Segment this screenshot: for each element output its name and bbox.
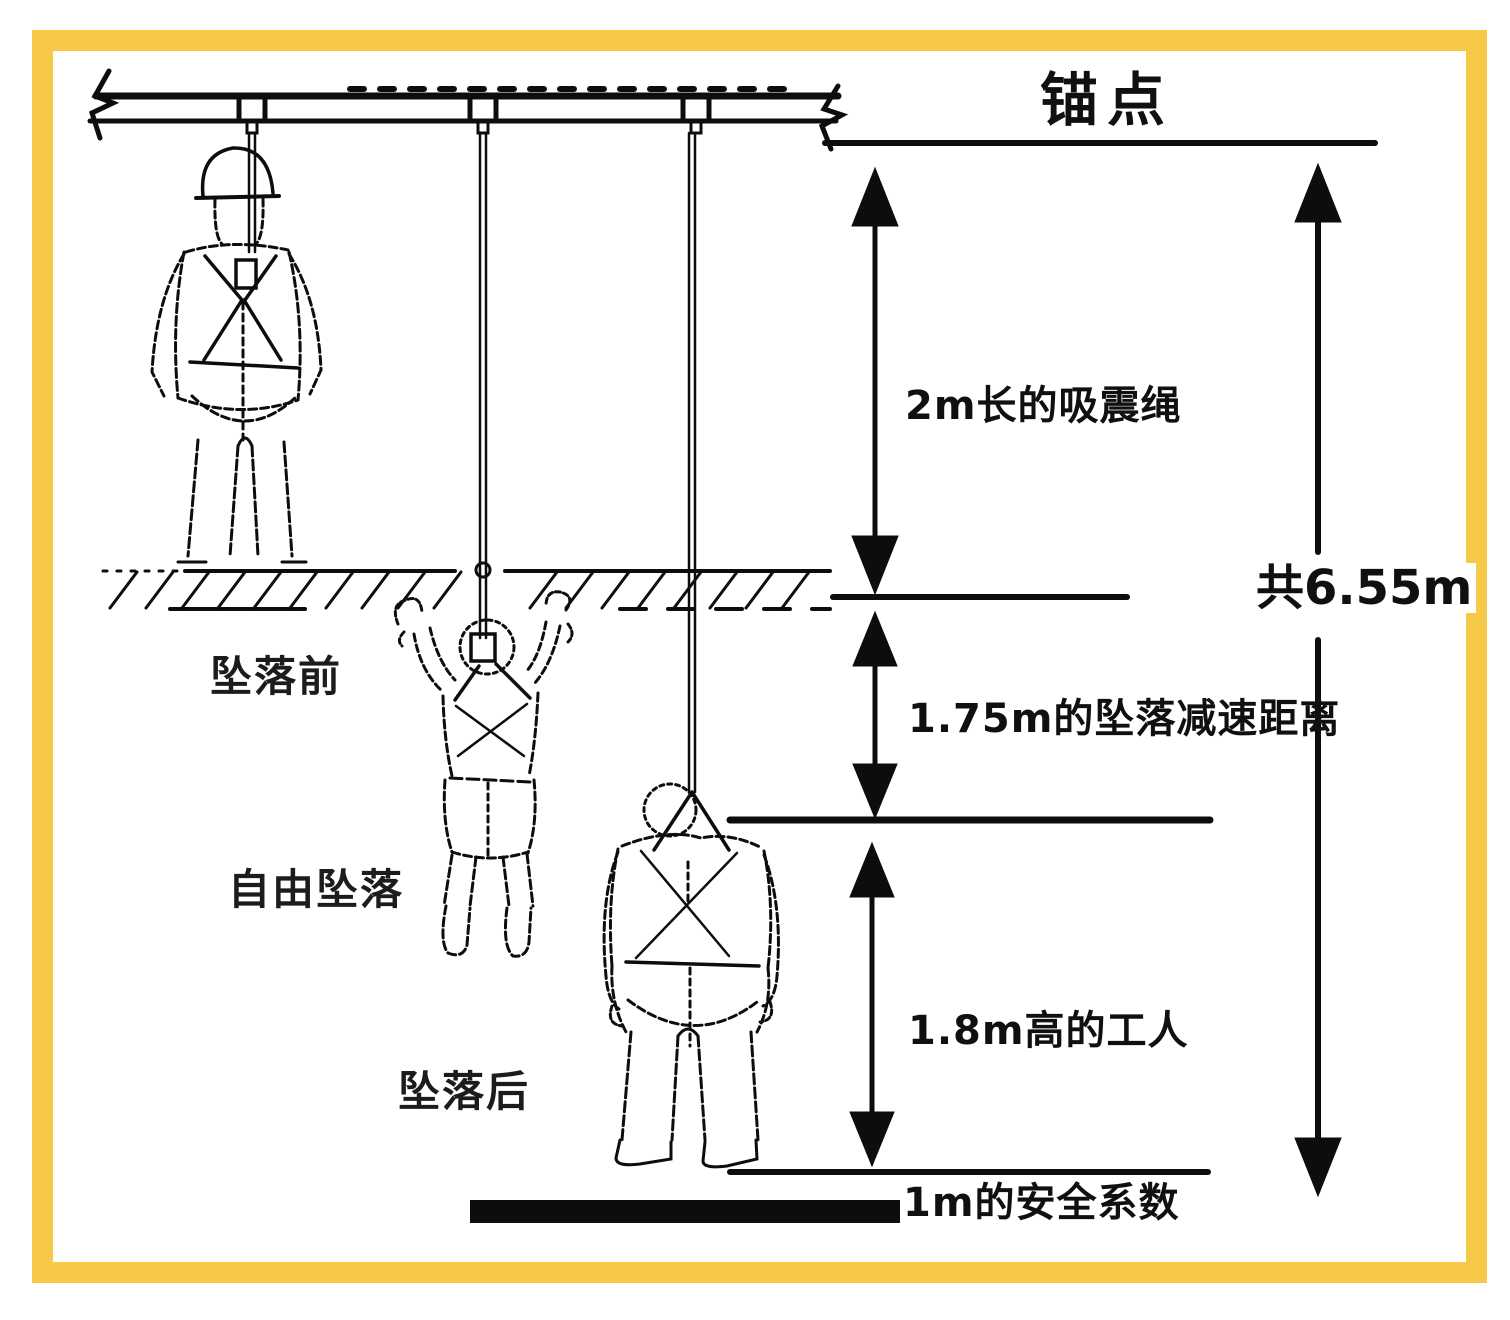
beam-trolley-1	[236, 92, 268, 135]
dimension-arrow-worker-height	[849, 841, 895, 1168]
stage-free-fall-label: 自由坠落	[228, 865, 405, 914]
lanyard-rope-free-fall	[474, 131, 492, 640]
beam-trolley-2	[467, 92, 499, 135]
dimension-arrow-deceleration	[852, 610, 898, 820]
worker-after-fall	[602, 782, 780, 1169]
deceleration-distance-label: 1.75m的坠落减速距离	[908, 696, 1341, 742]
beam-trolley-3	[680, 92, 712, 135]
stage-after-fall-label: 坠落后	[398, 1067, 531, 1116]
work-platform	[101, 569, 832, 611]
total-distance-label: 共6.55m	[1252, 563, 1477, 613]
anchor-beam	[87, 68, 849, 152]
safety-factor-label: 1m的安全系数	[903, 1180, 1180, 1226]
beam-break-left	[88, 68, 120, 141]
platform-hatching	[108, 570, 811, 610]
lanyard-rope-after-fall	[687, 131, 697, 794]
worker-free-fall	[393, 590, 574, 958]
stage-before-fall-label: 坠落前	[210, 652, 343, 701]
worker-before-fall	[150, 146, 323, 564]
worker-height-label: 1.8m高的工人	[908, 1008, 1189, 1054]
dimension-arrow-shock-absorber	[851, 166, 899, 596]
anchor-point-label: 锚点	[1040, 66, 1175, 134]
ground-bar	[470, 1200, 900, 1223]
beam-break-right	[818, 83, 849, 152]
dimension-arrow-total	[1294, 162, 1342, 1198]
shock-absorber-label: 2m长的吸震绳	[905, 383, 1182, 429]
yellow-border-frame	[32, 30, 1487, 1283]
